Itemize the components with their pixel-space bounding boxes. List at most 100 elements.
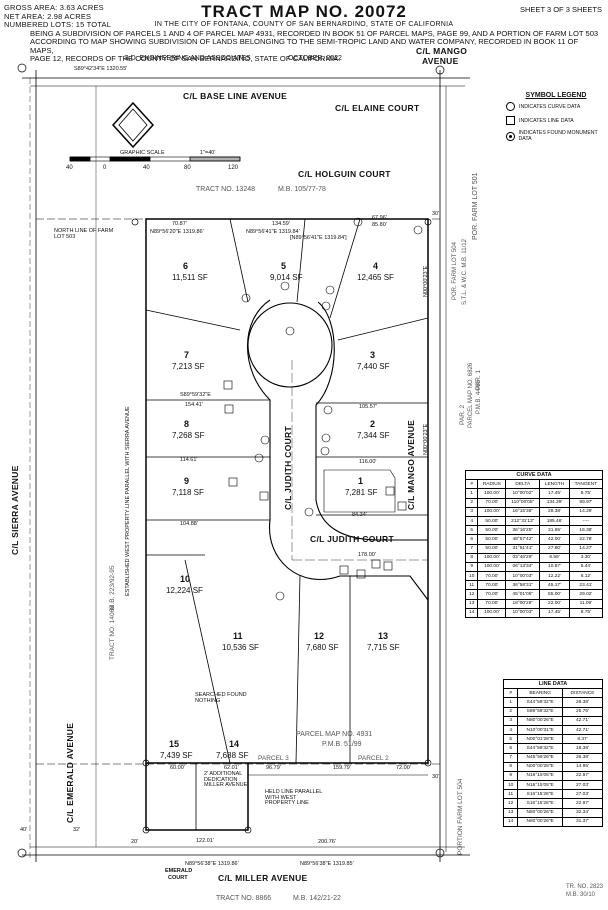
lot-number: 2 — [370, 419, 376, 429]
cell: 4 — [502, 724, 519, 736]
lot-area: 11,511 SF — [172, 273, 208, 282]
cell: N16°15'05"E — [517, 770, 563, 782]
cell: 2 — [464, 497, 479, 508]
lot-line-b2: N89°56'41"E 1319.84' — [246, 229, 300, 235]
cell: 3 — [502, 715, 519, 726]
line-col-header: BEARING — [517, 688, 563, 699]
curve-col-header: # — [464, 479, 479, 490]
legend-curve: INDICATES CURVE DATA — [519, 103, 581, 110]
cell: 42.71' — [561, 715, 604, 726]
parcel-map-6826: PARCEL MAP NO. 6826 — [468, 362, 474, 428]
lot-number: 11 — [233, 631, 243, 641]
cell: 6 — [464, 534, 479, 545]
dedication-note: 2' ADDITIONAL DEDICATION MILLER AVENUE — [204, 771, 248, 788]
cell: 45.17' — [539, 580, 570, 591]
cell: 14 — [464, 607, 479, 619]
cell: N00°00'28"E — [517, 761, 563, 772]
street-mango-top: C/L MANGO — [416, 46, 468, 56]
cell: 4 — [464, 515, 479, 527]
cell: 1 — [464, 488, 479, 499]
emerald-court-label-2: COURT — [168, 875, 188, 881]
dim-105: 105.57' — [359, 404, 377, 410]
street-judith-vertical: C/L JUDITH COURT — [283, 426, 293, 510]
cell: 5 — [502, 734, 519, 745]
searched-note: SEARCHED FOUND NOTHING — [195, 692, 247, 704]
held-line-note: HELD LINE PARALLEL WITH WEST PROPERTY LI… — [265, 789, 323, 806]
cell: 1 — [502, 697, 519, 708]
line-symbol-icon — [506, 116, 515, 125]
dim-72: 72.00' — [396, 765, 411, 771]
cell: 55.00' — [539, 589, 570, 600]
cell: 50.00' — [477, 543, 507, 554]
cell: 31.65' — [539, 525, 570, 536]
cell: 100.00' — [477, 488, 507, 499]
map-date: OCTOBER, 2022 — [288, 55, 342, 62]
cell: 14.95' — [561, 761, 604, 772]
lot-area: 10,536 SF — [222, 643, 259, 652]
pmb-44-label: P.M.B. 44/65 — [476, 380, 482, 414]
cell: 11 — [464, 580, 479, 591]
lot-line-3: S89°59'32"E — [180, 392, 211, 398]
cell: 27.03' — [561, 789, 604, 800]
street-sierra: C/L SIERRA AVENUE — [10, 465, 20, 555]
bottom-b2: N89°56'38"E 1319.85' — [300, 861, 354, 867]
cell: 27.80' — [539, 543, 570, 554]
cell: 03°46'29" — [505, 552, 541, 563]
curve-col-header: TANGENT — [568, 479, 604, 490]
scale-ratio: 1"=40' — [200, 150, 216, 156]
lot-number: 8 — [184, 419, 190, 429]
cell: 10.87' — [539, 561, 570, 573]
numbered-lots: NUMBERED LOTS: 15 TOTAL — [4, 20, 112, 29]
cell: 17.45' — [539, 607, 570, 619]
lot-line-b3: [N89°56'41"E 1319.84'] — [290, 235, 347, 241]
legend-title: SYMBOL LEGEND — [525, 92, 587, 99]
cell: 45°01'05" — [505, 589, 541, 600]
cell: N45°59'26"E — [517, 752, 563, 763]
symbol-legend: SYMBOL LEGEND INDICATES CURVE DATA INDIC… — [506, 92, 606, 147]
cell: 16.38' — [568, 525, 604, 536]
dim-70: 70.87' — [172, 221, 187, 227]
desc-line-3: PAGE 12, RECORDS OF THE COUNTY OF SAN BE… — [30, 54, 341, 64]
cell: 11 — [502, 789, 519, 800]
lot-number: 3 — [370, 350, 376, 360]
lot-number: 4 — [373, 261, 379, 271]
dim-20: 20' — [131, 839, 139, 845]
street-emerald: C/L EMERALD AVENUE — [65, 722, 75, 823]
dim-122: 122.01' — [196, 838, 214, 844]
lot-number: 13 — [378, 631, 389, 641]
cell: 7 — [502, 752, 519, 763]
por-farm-lot-501: POR. FARM LOT 501 — [472, 172, 479, 240]
scale-tick: 80 — [184, 165, 191, 171]
header-stats: GROSS AREA: 3.63 ACRES NET AREA: 2.98 AC… — [4, 3, 112, 30]
lot-area: 7,688 SF — [216, 751, 249, 760]
cell: 212°31'13" — [505, 515, 541, 527]
cell: 28.38' — [539, 506, 570, 517]
curve-col-header: RADIUS — [477, 479, 507, 490]
line-table-title: LINE DATA — [503, 678, 603, 690]
cell: 50.00' — [477, 534, 507, 545]
lot-number: 5 — [281, 261, 287, 271]
cell: N80°00'26"E — [517, 807, 563, 818]
cell: 134.39' — [539, 497, 570, 508]
cell: 13 — [502, 807, 519, 818]
cell: N80°00'26"E — [517, 715, 563, 726]
cell: 22.97' — [561, 798, 604, 809]
dim-30: 30' — [432, 211, 440, 217]
par-2-label: PAR. 2 — [459, 404, 466, 425]
tract-14068-label: TRACT NO. 14068 — [109, 605, 116, 660]
cell: 31.37' — [561, 816, 604, 828]
net-area: NET AREA: 2.98 ACRES — [4, 11, 92, 21]
